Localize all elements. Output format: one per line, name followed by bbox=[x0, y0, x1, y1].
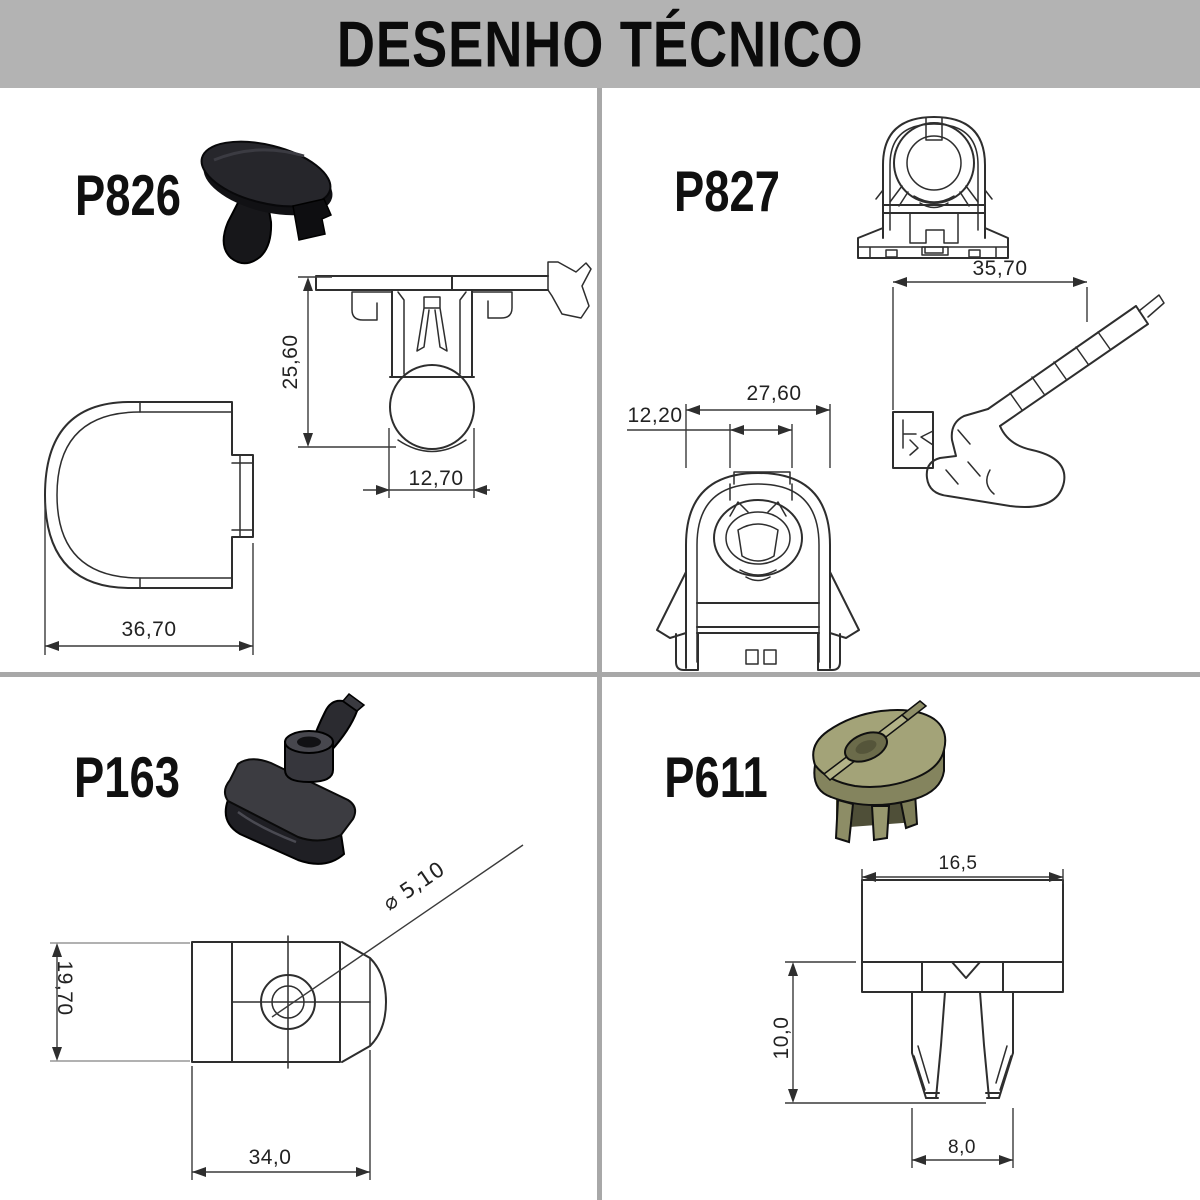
p827-front-view-drawing bbox=[656, 471, 860, 671]
p163-render bbox=[224, 692, 366, 865]
dimension-p827-length: 35,70 bbox=[972, 257, 1028, 280]
p827-part-view-drawing bbox=[857, 116, 1009, 259]
p611-dimension-lines bbox=[785, 869, 1064, 1168]
part-label-p826: P826 bbox=[75, 164, 181, 228]
dimension-p611-leg-height: 10,0 bbox=[770, 1016, 793, 1060]
p826-top-view-drawing bbox=[44, 401, 254, 589]
dimension-p611-head-width: 16,5 bbox=[938, 853, 978, 874]
dimension-p826-height: 25,60 bbox=[279, 334, 302, 390]
dimension-p826-stem-width: 12,70 bbox=[408, 467, 464, 490]
horizontal-divider bbox=[0, 672, 1200, 677]
dimension-p163-height: 19,70 bbox=[53, 960, 76, 1016]
sheet-title: DESENHO TÉCNICO bbox=[336, 7, 864, 81]
dimension-p611-leg-span: 8,0 bbox=[948, 1137, 976, 1158]
dimension-p827-outer-width: 27,60 bbox=[746, 382, 802, 405]
dimension-p827-inner-width: 12,20 bbox=[627, 404, 683, 427]
vertical-divider bbox=[597, 88, 602, 1200]
p826-render bbox=[200, 140, 333, 265]
p611-render bbox=[812, 700, 947, 844]
p611-front-view-drawing bbox=[861, 879, 1064, 1099]
p827-dimension-lines bbox=[627, 277, 1088, 468]
p826-dimension-lines bbox=[44, 276, 490, 655]
part-label-p611: P611 bbox=[664, 746, 768, 810]
part-label-p827: P827 bbox=[674, 160, 780, 224]
sheet-header: DESENHO TÉCNICO bbox=[0, 0, 1200, 88]
dimension-p826-cap-width: 36,70 bbox=[121, 618, 177, 641]
p826-side-view-drawing bbox=[315, 261, 592, 453]
dimension-p163-width: 34,0 bbox=[248, 1146, 292, 1169]
p163-dimension-lines bbox=[50, 942, 371, 1180]
part-label-p163: P163 bbox=[74, 746, 180, 810]
p827-side-view-drawing bbox=[892, 294, 1165, 508]
p163-top-view-drawing bbox=[191, 844, 524, 1069]
